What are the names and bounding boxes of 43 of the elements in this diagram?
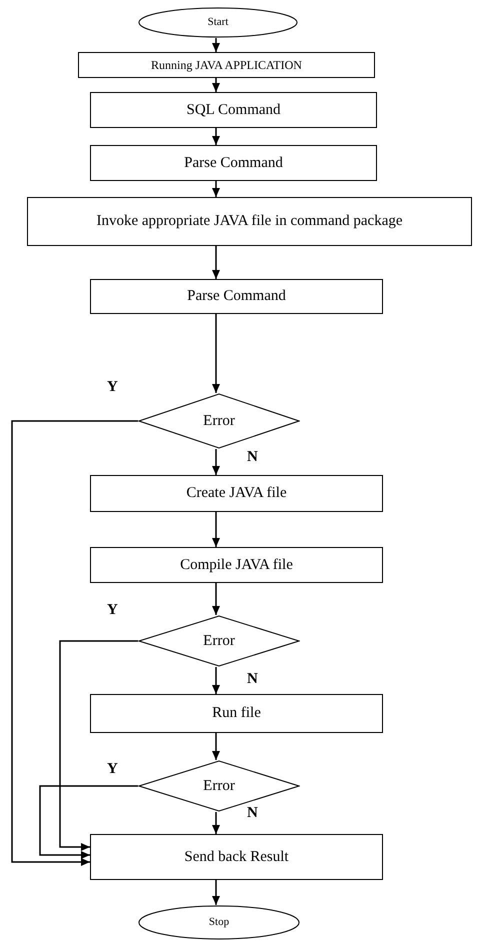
arrow xyxy=(212,880,220,905)
arrow xyxy=(212,733,220,760)
node-text: Error xyxy=(203,632,235,650)
process-box xyxy=(90,279,383,314)
process-box xyxy=(90,475,383,512)
decision-diamond xyxy=(138,393,300,449)
arrow xyxy=(212,314,220,393)
arrow xyxy=(212,449,220,475)
node-text: Stop xyxy=(208,916,230,930)
node-text: Invoke appropriate JAVA file in command package xyxy=(96,212,403,231)
arrow xyxy=(212,246,220,279)
node-text: Parse Command xyxy=(184,154,283,172)
arrow xyxy=(212,812,220,834)
arrow xyxy=(212,38,220,52)
arrow xyxy=(212,181,220,197)
arrow xyxy=(212,78,220,92)
node-text: Error xyxy=(203,412,235,430)
arrow xyxy=(212,512,220,547)
process-box xyxy=(90,694,383,733)
arrow xyxy=(59,640,138,851)
node-text: Error xyxy=(203,776,235,796)
arrow xyxy=(39,785,138,859)
node-text: Start xyxy=(208,16,228,30)
stop-terminal xyxy=(138,905,300,940)
process-box xyxy=(90,92,377,128)
arrow xyxy=(212,128,220,145)
start-terminal xyxy=(138,7,298,38)
node-text: Parse Command xyxy=(187,287,286,306)
decision-diamond xyxy=(138,615,300,667)
node-text: Create JAVA file xyxy=(186,484,287,503)
node-text: Run file xyxy=(212,704,261,723)
node-text: SQL Command xyxy=(186,100,281,120)
process-box xyxy=(90,145,377,181)
process-box xyxy=(78,52,375,78)
node-text: Running JAVA APPLICATION xyxy=(151,58,302,72)
arrow xyxy=(212,667,220,694)
node-text: Compile JAVA file xyxy=(180,556,293,574)
process-box xyxy=(27,197,472,246)
process-box xyxy=(90,834,383,880)
arrow xyxy=(11,420,138,866)
process-box xyxy=(90,547,383,583)
node-text: Send back Result xyxy=(184,848,289,866)
arrow xyxy=(212,583,220,615)
